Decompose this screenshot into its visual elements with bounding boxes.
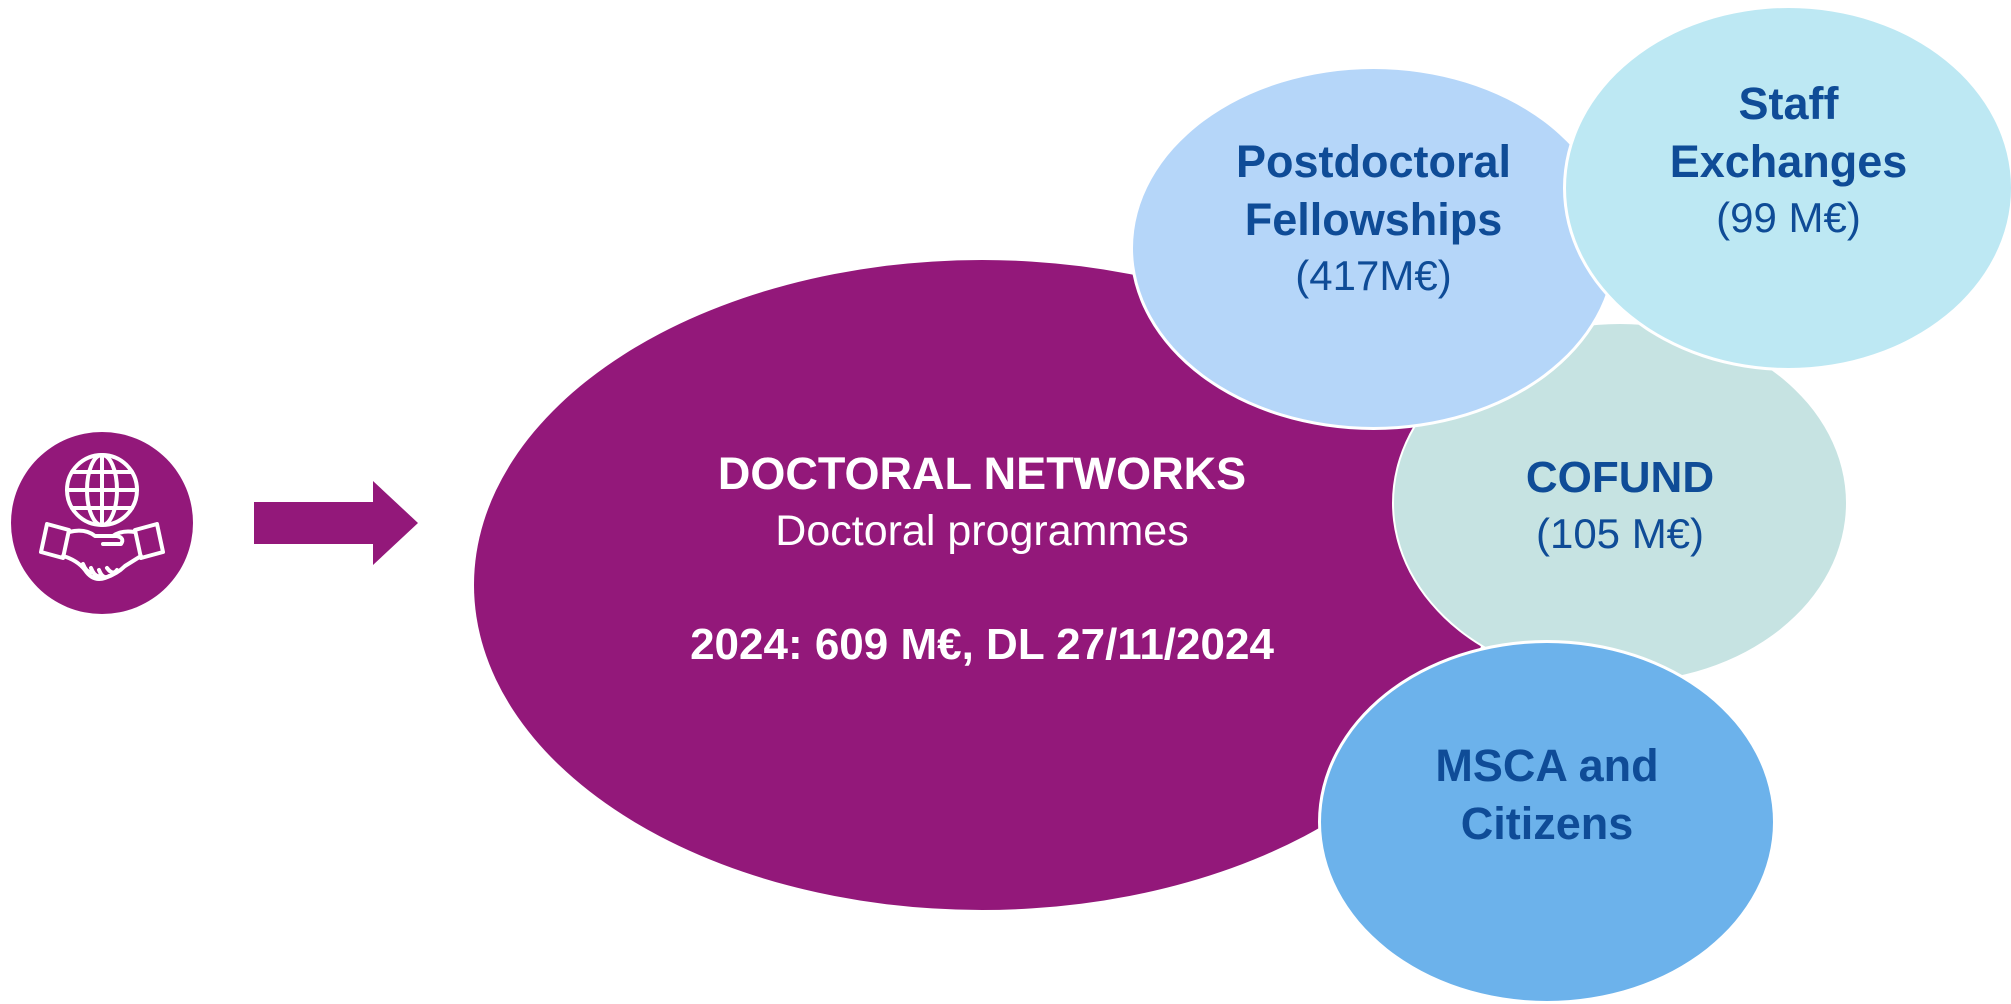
cofund-amount: (105 M€) bbox=[1535, 510, 1705, 557]
globe-handshake-icon bbox=[11, 432, 193, 614]
postdoctoral-fellowships-amount: (417M€) bbox=[1295, 252, 1452, 299]
staff-exchanges-name-line2: Exchanges bbox=[1669, 136, 1908, 187]
staff-exchanges-amount: (99 M€) bbox=[1716, 194, 1861, 241]
right-arrow-icon bbox=[254, 481, 418, 565]
doctoral-networks-subtitle: Doctoral programmes bbox=[775, 507, 1189, 555]
doctoral-networks-title: DOCTORAL NETWORKS bbox=[717, 448, 1247, 499]
msca-citizens-name-line2: Citizens bbox=[1460, 798, 1634, 849]
msca-citizens-ellipse bbox=[1318, 640, 1776, 1004]
postdoctoral-fellowships-ellipse bbox=[1130, 66, 1617, 430]
msca-citizens-name-line1: MSCA and bbox=[1435, 740, 1659, 791]
doctoral-networks-budget: 2024: 609 M€, DL 27/11/2024 bbox=[690, 620, 1274, 669]
postdoctoral-fellowships-name-line1: Postdoctoral bbox=[1235, 136, 1512, 187]
cofund-name: COFUND bbox=[1525, 453, 1715, 502]
postdoctoral-fellowships-name-line2: Fellowships bbox=[1244, 194, 1503, 245]
staff-exchanges-name-line1: Staff bbox=[1738, 78, 1839, 129]
staff-exchanges-ellipse bbox=[1563, 5, 2011, 371]
